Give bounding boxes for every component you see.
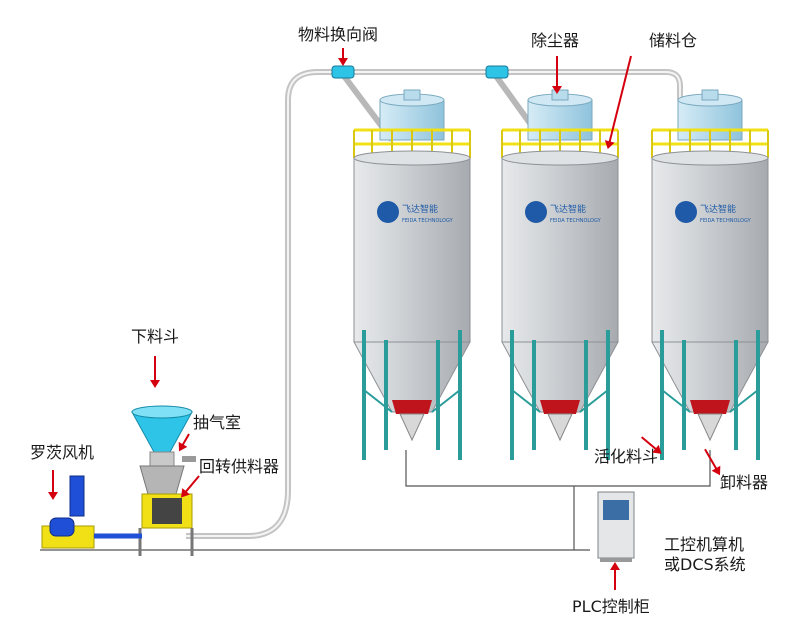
storage-silo-label: 储料仓: [649, 31, 698, 50]
ipc-label-line2: 或DCS系统: [664, 555, 746, 574]
fluidizer-label: 活化料斗: [594, 447, 659, 466]
diverter-valve-2: [485, 65, 509, 79]
dust-collector-arrow: [552, 56, 562, 94]
rotary-feeder-label: 回转供料器: [199, 457, 280, 476]
roots-blower-arrow: [48, 470, 58, 500]
silo-logo-2: 飞达智能 FEIDA TECHNOLOGY: [525, 201, 602, 224]
logo-brand-en: FEIDA TECHNOLOGY: [550, 218, 602, 224]
logo-brand-cn: 飞达智能: [700, 203, 736, 215]
logo-brand-en: FEIDA TECHNOLOGY: [700, 218, 752, 224]
discharger-label: 卸料器: [720, 473, 769, 492]
roots-blower-label: 罗茨风机: [30, 443, 95, 462]
feed-hopper-arrow: [150, 356, 160, 388]
storage-silo-3: [650, 88, 770, 462]
dust-collector-label: 除尘器: [531, 31, 580, 50]
rotary-feeder: [138, 493, 194, 556]
storage-silo-1: [352, 88, 472, 462]
ipc-label-line1: 工控机算机: [664, 535, 745, 554]
silo-logo-1: 飞达智能 FEIDA TECHNOLOGY: [377, 201, 454, 224]
exhaust-chamber-label: 抽气室: [193, 413, 242, 432]
roots-blower: [41, 475, 142, 549]
diverter-valve-arrow: [338, 48, 348, 66]
feed-hopper-label: 下料斗: [131, 327, 180, 346]
diverter-valve-1: [331, 65, 355, 79]
silo-logo-3: 飞达智能 FEIDA TECHNOLOGY: [675, 201, 752, 224]
plc-cabinet-arrow: [614, 568, 616, 590]
logo-brand-en: FEIDA TECHNOLOGY: [402, 218, 454, 224]
logo-brand-cn: 飞达智能: [550, 203, 586, 215]
feed-hopper: [131, 405, 193, 467]
logo-brand-cn: 飞达智能: [402, 203, 438, 215]
diverter-valve-label: 物料换向阀: [298, 25, 379, 44]
plc-cabinet: [597, 491, 635, 562]
storage-silo-2: [500, 88, 620, 462]
control-wiring: [40, 450, 711, 551]
plc-cabinet-label: PLC控制柜: [572, 597, 650, 616]
